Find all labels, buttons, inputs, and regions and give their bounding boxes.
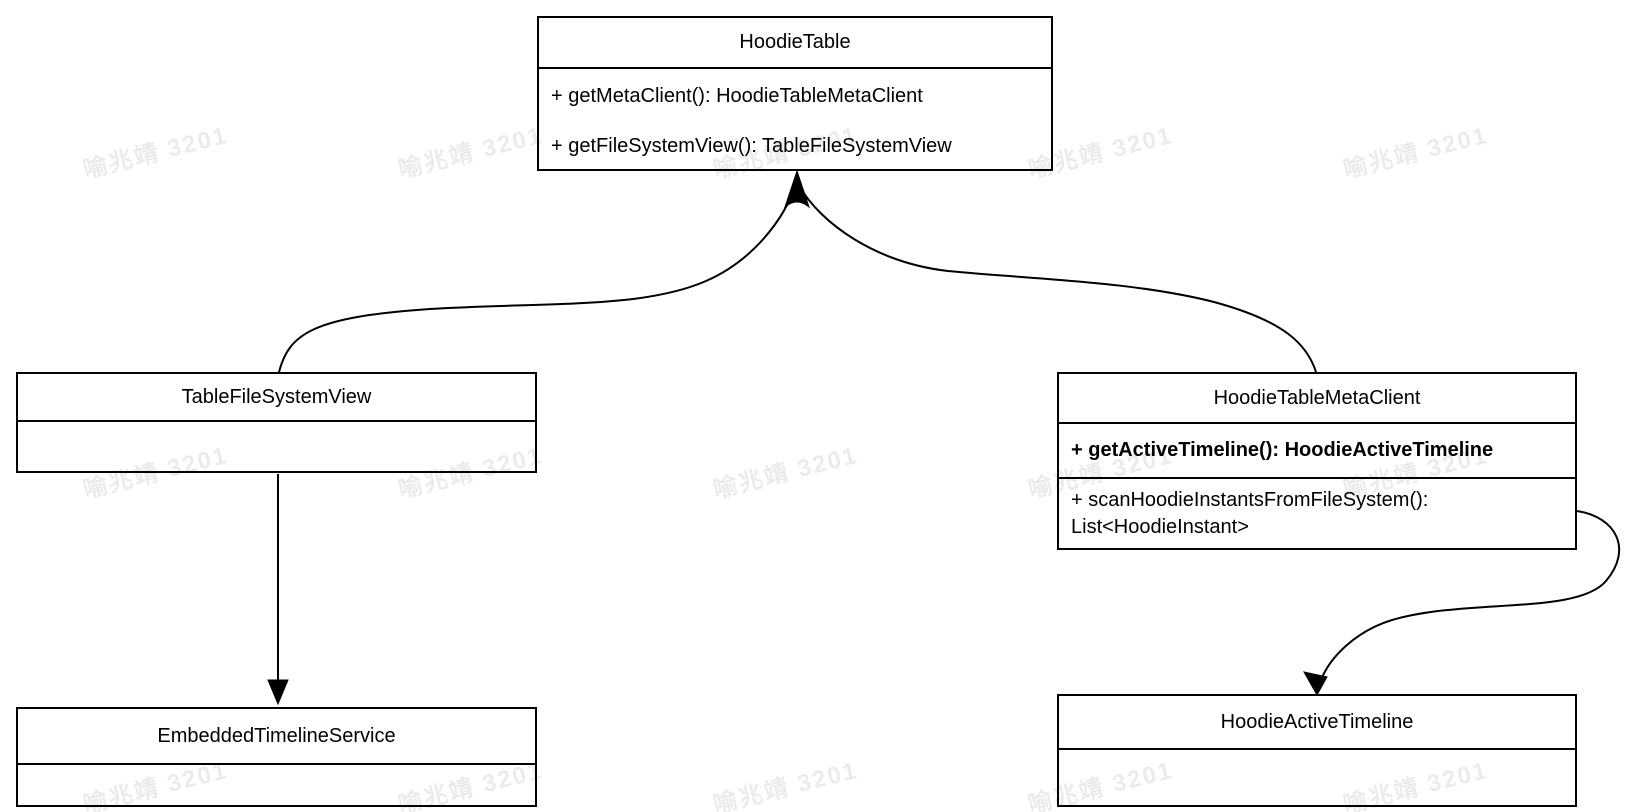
class-method: + getActiveTimeline(): HoodieActiveTimel… bbox=[1059, 424, 1575, 479]
class-title: HoodieTable bbox=[539, 18, 1051, 69]
class-box-hoodieactivetimeline: HoodieActiveTimeline bbox=[1057, 694, 1577, 807]
class-box-hoodietablemetaclient: HoodieTableMetaClient + getActiveTimelin… bbox=[1057, 372, 1577, 550]
arrowhead-up-hoodietable bbox=[783, 169, 811, 209]
class-method: + getMetaClient(): HoodieTableMetaClient bbox=[551, 84, 923, 107]
class-methods-compartment: + getActiveTimeline(): HoodieActiveTimel… bbox=[1059, 424, 1575, 548]
edge-tablefilesystemview-to-hoodietable bbox=[278, 183, 797, 373]
edge-hoodietablemetaclient-to-hoodieactivetimeline bbox=[1320, 510, 1621, 681]
class-title: TableFileSystemView bbox=[18, 374, 535, 422]
class-method: + scanHoodieInstantsFromFileSystem(): Li… bbox=[1071, 488, 1429, 538]
class-method: + getFileSystemView(): TableFileSystemVi… bbox=[551, 134, 952, 157]
class-title: EmbeddedTimelineService bbox=[18, 709, 535, 765]
edge-hoodietablemetaclient-to-hoodietable bbox=[797, 183, 1317, 373]
arrowhead-down-hoodieactivetimeline bbox=[1303, 671, 1328, 697]
class-title: HoodieActiveTimeline bbox=[1059, 696, 1575, 750]
class-box-embeddedtimelineservice: EmbeddedTimelineService bbox=[16, 707, 537, 807]
arrowhead-down-embeddedtimelineservice bbox=[267, 679, 289, 706]
class-box-hoodietable: HoodieTable + getMetaClient(): HoodieTab… bbox=[537, 16, 1053, 171]
class-title: HoodieTableMetaClient bbox=[1059, 374, 1575, 424]
class-box-tablefilesystemview: TableFileSystemView bbox=[16, 372, 537, 473]
class-methods-compartment: + getMetaClient(): HoodieTableMetaClient… bbox=[539, 69, 1051, 171]
